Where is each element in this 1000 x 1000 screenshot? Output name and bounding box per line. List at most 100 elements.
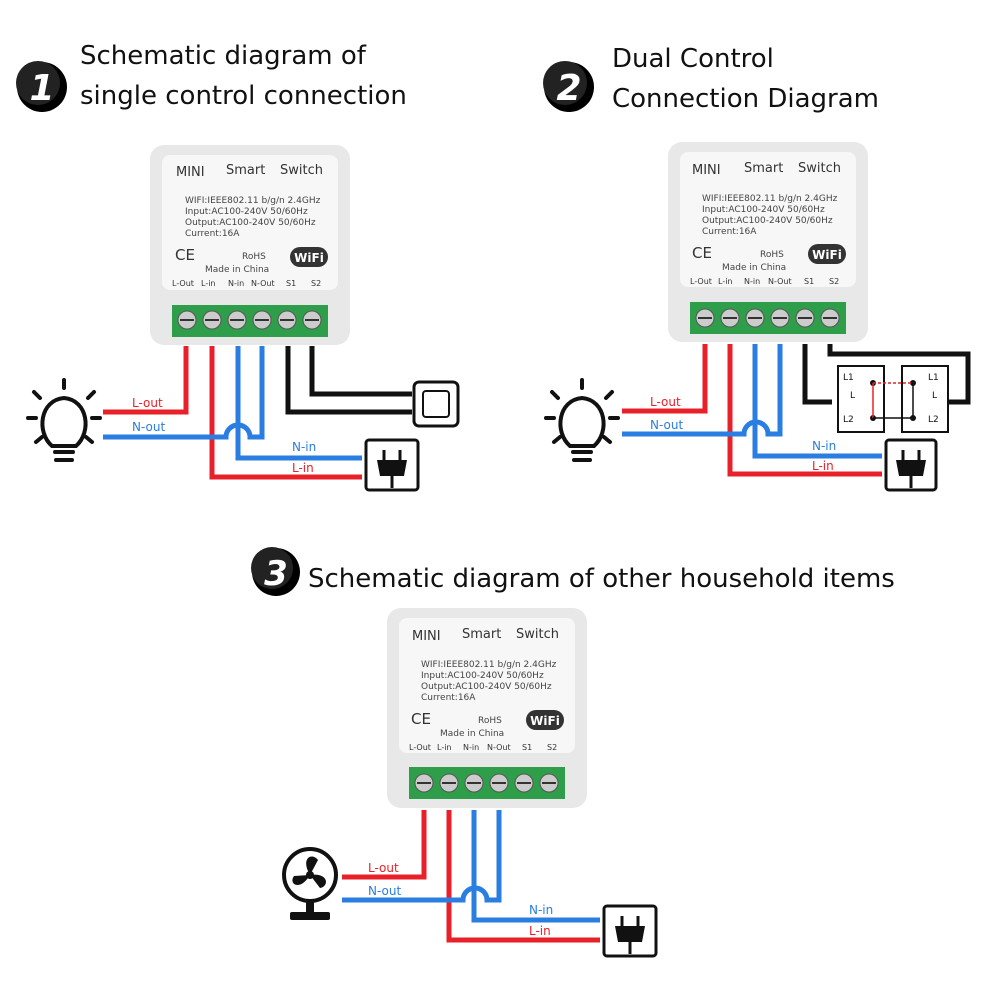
wall-switch-icon	[412, 380, 460, 428]
rohs-label: RoHS	[242, 252, 266, 262]
terminal-label: S2	[311, 279, 321, 288]
made-in-label: Made in China	[722, 263, 786, 273]
wire-label-l-out: L-out	[132, 396, 163, 410]
rohs-label: RoHS	[760, 250, 784, 260]
made-in-label: Made in China	[205, 265, 269, 275]
module-spec-output: Output:AC100-240V 50/60Hz	[185, 218, 316, 228]
fan-icon	[282, 847, 338, 920]
badge-number-icon: 2	[543, 61, 594, 112]
two-way-switch-l2: L2	[928, 415, 939, 425]
terminal-block	[172, 305, 328, 337]
plug-icon	[884, 438, 938, 492]
terminal-labels: L-Out L-in N-in N-Out S1 S2	[690, 277, 839, 286]
module-spec-input: Input:AC100-240V 50/60Hz	[421, 671, 544, 681]
module-spec-wifi: WIFI:IEEE802.11 b/g/n 2.4GHz	[185, 196, 321, 206]
terminal-label: L-Out	[409, 743, 431, 752]
wire-label-n-in: N-in	[529, 903, 553, 917]
plug-icon	[364, 438, 420, 492]
wire-label-n-out: N-out	[132, 420, 165, 434]
terminal-label: N-Out	[768, 277, 792, 286]
terminal-labels: L-Out L-in N-in N-Out S1 S2	[409, 743, 557, 752]
module-title-switch: Switch	[798, 161, 841, 176]
ce-mark: CE	[175, 246, 195, 264]
badge-number-icon: 1	[16, 61, 67, 112]
smart-switch-module: MINI Smart Switch WIFI:IEEE802.11 b/g/n …	[668, 142, 868, 342]
two-way-switch-l: L	[850, 391, 855, 401]
wifi-badge-text: WiFi	[530, 714, 560, 728]
section-title: Schematic diagram of other household ite…	[308, 564, 895, 594]
terminal-block	[409, 767, 565, 799]
wire-label-l-in: L-in	[812, 459, 834, 473]
lightbulb-icon	[544, 378, 620, 462]
wire-label-l-out: L-out	[368, 861, 399, 875]
terminal-label: L-in	[437, 743, 452, 752]
wire-label-n-in: N-in	[292, 440, 316, 454]
terminal-labels: L-Out L-in N-in N-Out S1 S2	[172, 279, 321, 288]
wire-label-l-in: L-in	[292, 461, 314, 475]
wire-label-n-in: N-in	[812, 439, 836, 453]
wires	[342, 810, 600, 943]
rohs-label: RoHS	[478, 716, 502, 726]
module-title-smart: Smart	[744, 161, 783, 176]
section-3: 3 Schematic diagram of other household i…	[251, 547, 895, 958]
module-spec-wifi: WIFI:IEEE802.11 b/g/n 2.4GHz	[421, 660, 557, 670]
wifi-badge-icon: WiFi	[290, 247, 328, 267]
wifi-badge-text: WiFi	[812, 248, 842, 262]
wifi-badge-icon: WiFi	[808, 244, 846, 264]
section-number: 2	[556, 68, 581, 109]
section-title-line-2: single control connection	[80, 81, 407, 111]
module-title-smart: Smart	[226, 163, 265, 178]
terminal-label: S1	[522, 743, 532, 752]
terminal-label: N-Out	[487, 743, 511, 752]
module-spec-current: Current:16A	[185, 229, 240, 239]
module-spec-current: Current:16A	[421, 693, 476, 703]
made-in-label: Made in China	[440, 729, 504, 739]
two-way-switch-l: L	[932, 391, 937, 401]
wires	[103, 346, 412, 480]
module-spec-input: Input:AC100-240V 50/60Hz	[702, 205, 825, 215]
wire-label-n-out: N-out	[650, 418, 683, 432]
module-title-switch: Switch	[516, 627, 559, 642]
terminal-label: N-Out	[251, 279, 275, 288]
section-title-line-2: Connection Diagram	[612, 84, 879, 114]
terminal-block	[690, 302, 846, 334]
module-title-smart: Smart	[462, 627, 501, 642]
wire-label-l-out: L-out	[650, 395, 681, 409]
wire-label-n-out: N-out	[368, 884, 401, 898]
two-way-switch-l2: L2	[843, 415, 854, 425]
section-title-line-1: Dual Control	[612, 44, 774, 74]
module-title-mini: MINI	[692, 163, 721, 178]
two-way-switch-l1: L1	[843, 373, 854, 383]
terminal-label: L-Out	[690, 277, 712, 286]
ce-mark: CE	[411, 710, 431, 728]
smart-switch-module: MINI Smart Switch WIFI:IEEE802.11 b/g/n …	[150, 145, 350, 345]
plug-icon	[602, 904, 658, 958]
terminal-label: N-in	[463, 743, 479, 752]
wires	[622, 344, 971, 477]
module-spec-output: Output:AC100-240V 50/60Hz	[702, 216, 833, 226]
two-way-switch-l1: L1	[928, 373, 939, 383]
section-title-line-1: Schematic diagram of	[80, 41, 367, 71]
section-number: 3	[264, 554, 288, 594]
terminal-label: L-in	[201, 279, 216, 288]
module-spec-output: Output:AC100-240V 50/60Hz	[421, 682, 552, 692]
module-spec-input: Input:AC100-240V 50/60Hz	[185, 207, 308, 217]
wifi-badge-icon: WiFi	[526, 710, 564, 730]
terminal-label: L-in	[718, 277, 733, 286]
section-1: 1 Schematic diagram of single control co…	[16, 41, 460, 492]
terminal-label: N-in	[744, 277, 760, 286]
module-spec-wifi: WIFI:IEEE802.11 b/g/n 2.4GHz	[702, 194, 838, 204]
lightbulb-icon	[26, 378, 102, 462]
terminal-label: L-Out	[172, 279, 194, 288]
module-title-switch: Switch	[280, 163, 323, 178]
section-number: 1	[29, 68, 54, 109]
terminal-label: S1	[804, 277, 814, 286]
ce-mark: CE	[692, 244, 712, 262]
two-way-switch-icon: L1 L L2	[901, 365, 949, 433]
terminal-label: S1	[286, 279, 296, 288]
wifi-badge-text: WiFi	[294, 251, 324, 265]
terminal-label: S2	[829, 277, 839, 286]
smart-switch-module: MINI Smart Switch WIFI:IEEE802.11 b/g/n …	[387, 608, 587, 808]
section-2: 2 Dual Control Connection Diagram MINI S…	[543, 44, 971, 492]
